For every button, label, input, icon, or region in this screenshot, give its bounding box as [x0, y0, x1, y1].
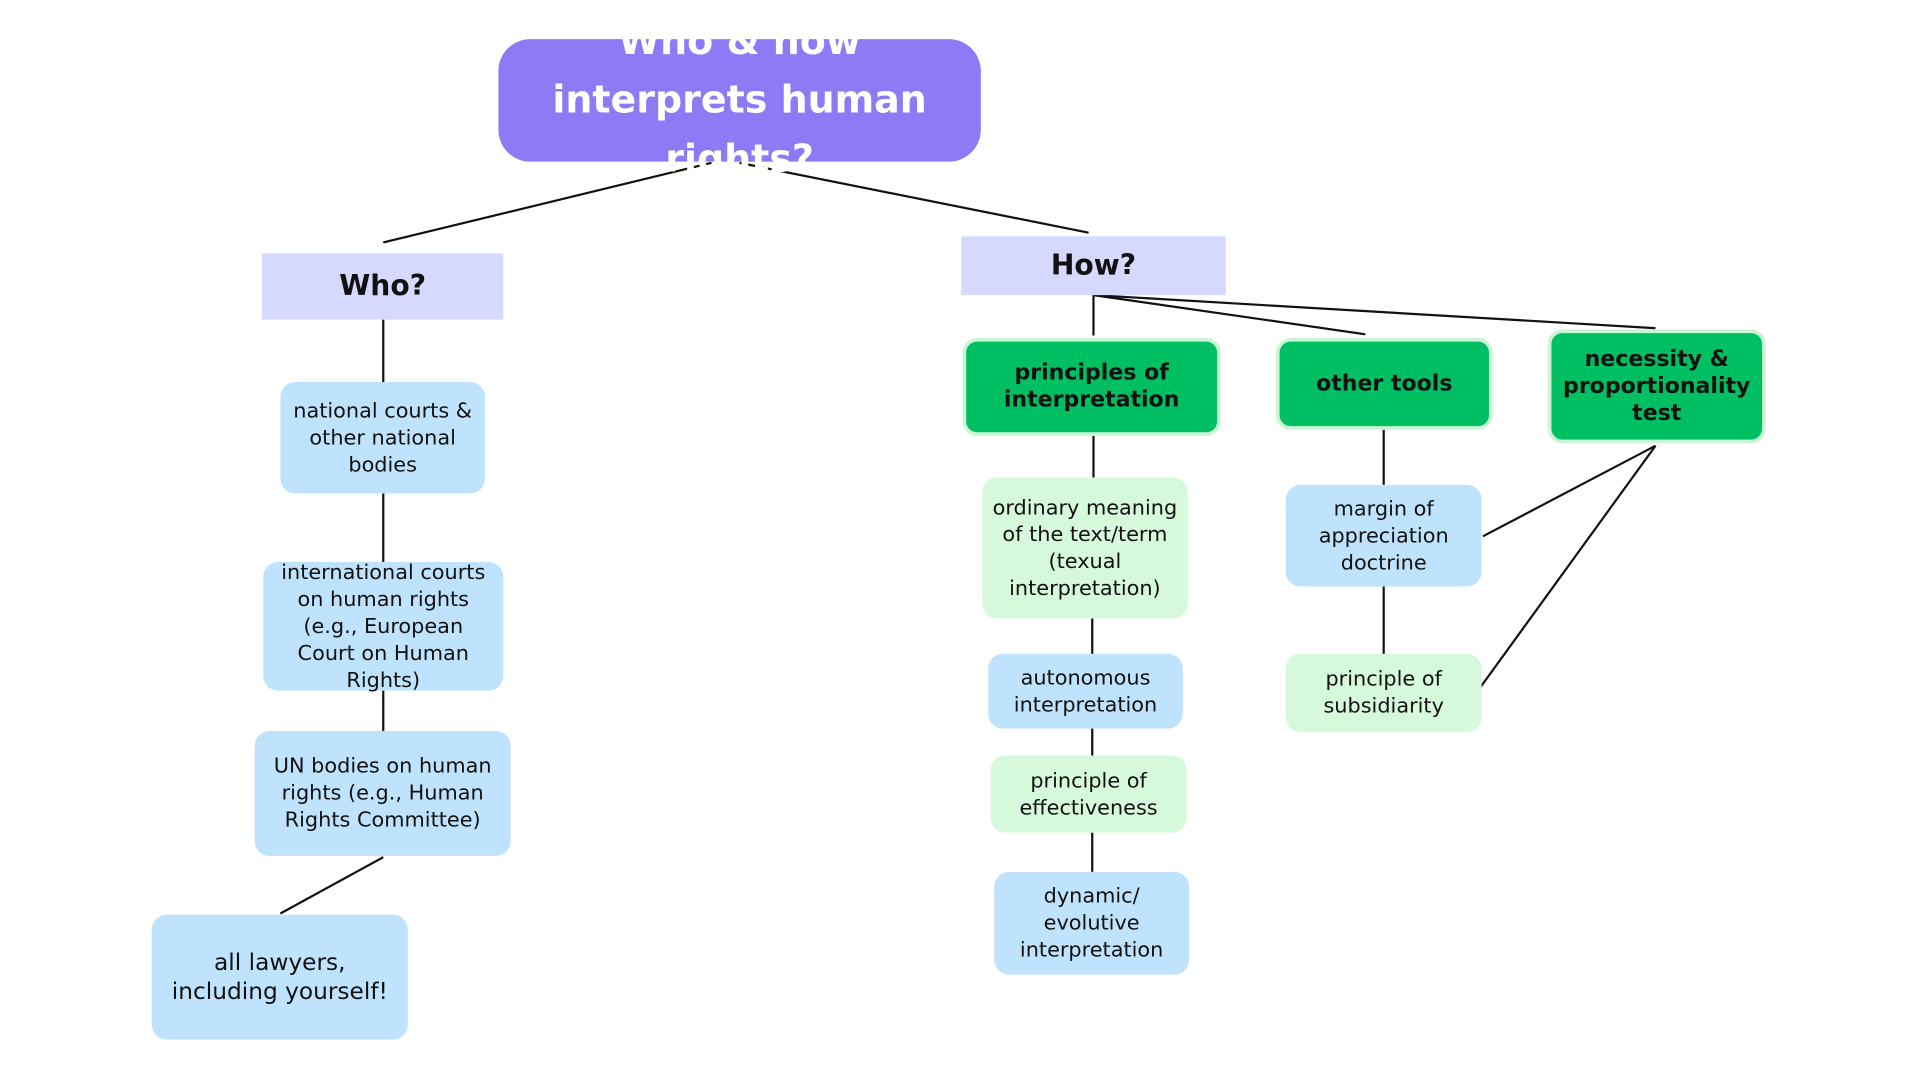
- how-heading: How?: [961, 236, 1226, 296]
- who-node-international-courts: international courts on human rights (e.…: [263, 560, 504, 692]
- principle-dynamic-evolutive: dynamic/ evolutive interpretation: [994, 871, 1189, 975]
- connector: [1093, 294, 1656, 330]
- connector: [1093, 294, 1366, 336]
- how-node-principles: principles of interpretation: [962, 337, 1221, 436]
- title-node: Who & how interprets human rights?: [498, 20, 981, 181]
- how-node-necessity: necessity & proportionality test: [1547, 329, 1766, 444]
- who-heading: Who?: [262, 253, 504, 320]
- connector: [279, 856, 384, 915]
- principle-autonomous: autonomous interpretation: [988, 653, 1183, 729]
- tool-margin-of-appreciation: margin of appreciation doctrine: [1285, 484, 1482, 587]
- who-node-un-bodies: UN bodies on human rights (e.g., Human R…: [254, 731, 511, 856]
- connector: [739, 161, 1089, 234]
- who-node-national-courts: national courts & other national bodies: [280, 382, 485, 494]
- how-node-other-tools: other tools: [1275, 337, 1493, 430]
- principle-ordinary-meaning: ordinary meaning of the text/term (texua…: [982, 477, 1188, 619]
- principle-effectiveness: principle of effectiveness: [990, 755, 1187, 833]
- connector: [1482, 444, 1657, 538]
- who-node-all-lawyers: all lawyers, including yourself!: [151, 914, 408, 1040]
- connector: [1477, 445, 1657, 692]
- connector: [383, 161, 712, 244]
- tool-subsidiarity: principle of subsidiarity: [1285, 653, 1482, 733]
